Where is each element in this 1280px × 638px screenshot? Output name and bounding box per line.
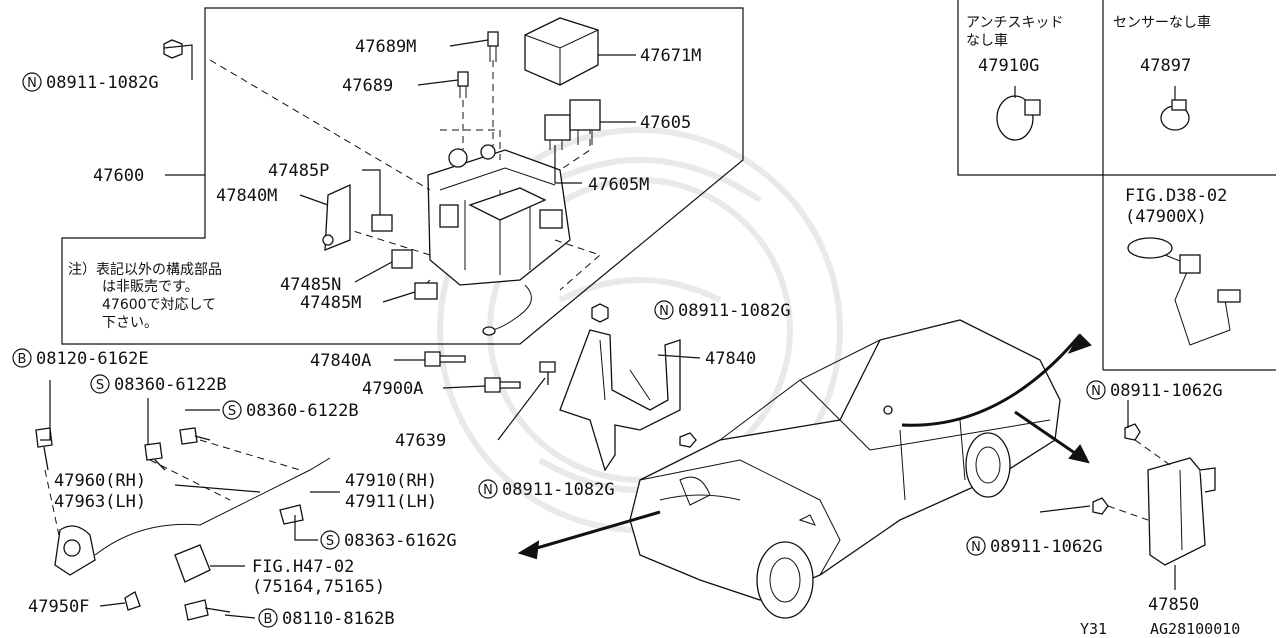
label-47840a: 47840A <box>310 351 371 371</box>
svg-text:08911-1062G: 08911-1062G <box>990 537 1103 557</box>
fastener-label-c8: B 08110-8162B <box>258 608 395 629</box>
fastener-label-c2: N 08911-1082G <box>654 300 791 321</box>
svg-text:08360-6122B: 08360-6122B <box>246 401 359 421</box>
label-47671m: 47671M <box>640 46 701 66</box>
label-fig-d38-02: FIG.D38-02 <box>1125 186 1227 206</box>
label-47897: 47897 <box>1140 56 1191 76</box>
fastener-label-c10: N 08911-1062G <box>966 536 1103 557</box>
label-fig-h47-02-sub: (75164,75165) <box>252 577 385 597</box>
inset-right-title: センサーなし車 <box>1113 14 1211 31</box>
fastener-label-c5: S 08360-6122B <box>222 400 359 421</box>
main-assembly-frame <box>61 7 744 345</box>
label-47689: 47689 <box>342 76 393 96</box>
note-line-4: 下さい。 <box>102 315 158 331</box>
fastener-label-c1: N 08911-1082G <box>22 72 159 93</box>
label-47689m: 47689M <box>355 37 416 57</box>
svg-text:08911-1082G: 08911-1082G <box>502 480 615 500</box>
label-47900a: 47900A <box>362 379 423 399</box>
note-line-2: は非販売です。 <box>102 279 199 295</box>
bolt-47840a-drawing <box>424 351 466 367</box>
svg-text:08110-8162B: 08110-8162B <box>282 609 395 629</box>
label-47639: 47639 <box>395 431 446 451</box>
fastener-label-c4: S 08360-6122B <box>90 374 227 395</box>
bolt-47689m-drawing <box>487 31 499 62</box>
label-47910g: 47910G <box>978 56 1039 76</box>
label-fig-d38-02-sub: (47900X) <box>1125 207 1207 227</box>
footer-model: Y31 <box>1080 620 1107 638</box>
nut-mid-drawing <box>591 303 609 323</box>
svg-text:08360-6122B: 08360-6122B <box>114 375 227 395</box>
bolt-47639-drawing <box>539 361 556 385</box>
svg-text:08911-1082G: 08911-1082G <box>678 301 791 321</box>
relay-47605-drawing <box>544 99 601 150</box>
inset-left-title-2: なし車 <box>966 32 1008 49</box>
svg-text:N: N <box>659 304 669 319</box>
svg-text:S: S <box>326 534 334 549</box>
inset-left-title-1: アンチスキッド <box>966 15 1063 31</box>
connectors-drawing <box>371 214 438 300</box>
note-block: 注）表記以外の構成部品 は非販売です。 47600で対応して 下さい。 <box>68 261 222 331</box>
svg-text:N: N <box>971 540 981 555</box>
svg-text:B: B <box>18 352 27 367</box>
label-47485m: 47485M <box>300 293 361 313</box>
svg-text:08363-6162G: 08363-6162G <box>344 531 457 551</box>
label-47963-lh: 47963(LH) <box>54 492 146 512</box>
bracket-47840-drawing <box>559 329 681 472</box>
svg-text:08911-1062G: 08911-1062G <box>1110 381 1223 401</box>
fastener-labels: N 08911-1082G N 08911-1082G B 08120-6162… <box>12 72 1223 629</box>
svg-text:B: B <box>264 612 273 627</box>
label-47485n: 47485N <box>280 275 341 295</box>
svg-text:S: S <box>228 404 236 419</box>
label-47605m: 47605M <box>588 175 649 195</box>
label-47910-rh: 47910(RH) <box>345 471 437 491</box>
bolt-47900a-drawing <box>484 377 521 393</box>
nut-lower-drawing <box>679 432 697 448</box>
leader-lines <box>40 39 1176 619</box>
label-47950f: 47950F <box>28 597 89 617</box>
svg-text:S: S <box>96 378 104 393</box>
fastener-label-c6: N 08911-1082G <box>478 479 615 500</box>
label-47840: 47840 <box>705 349 756 369</box>
label-47485p: 47485P <box>268 161 329 181</box>
svg-text:N: N <box>27 76 37 91</box>
fastener-label-c7: S 08363-6162G <box>320 530 457 551</box>
label-47911-lh: 47911(LH) <box>345 492 437 512</box>
inset-frame-top <box>957 0 1276 176</box>
label-47850: 47850 <box>1148 595 1199 615</box>
nut-top-left-drawing <box>163 39 183 59</box>
bolt-47689-drawing <box>457 71 469 98</box>
car-sedan-drawing <box>629 319 1061 619</box>
inset-titles: アンチスキッド なし車 センサーなし車 <box>966 14 1211 49</box>
inset-sensor-plug-drawing <box>996 95 1041 141</box>
fastener-label-c3: B 08120-6162E <box>12 348 149 369</box>
ecu-47850-drawing <box>1092 423 1216 566</box>
location-arrows <box>517 333 1092 560</box>
fastener-label-c9: N 08911-1062G <box>1086 380 1223 401</box>
svg-text:N: N <box>1091 384 1101 399</box>
part-labels: 47689M 47671M 47689 47605 47600 47485P 4… <box>28 37 1240 638</box>
svg-text:N: N <box>483 483 493 498</box>
label-47600: 47600 <box>93 166 144 186</box>
bracket-47840m-drawing <box>322 183 351 251</box>
abs-actuator-drawing <box>209 59 601 336</box>
inset-grommet-drawing <box>1160 99 1190 131</box>
note-line-3: 47600で対応して <box>102 297 216 313</box>
label-47840m: 47840M <box>216 186 277 206</box>
label-47605: 47605 <box>640 113 691 133</box>
wheel-sensor-drawing <box>35 427 331 621</box>
label-fig-h47-02: FIG.H47-02 <box>252 557 354 577</box>
cover-47671m-drawing <box>524 17 599 86</box>
note-line-1: 注）表記以外の構成部品 <box>68 261 222 278</box>
svg-text:08120-6162E: 08120-6162E <box>36 349 149 369</box>
inset-harness-drawing <box>1127 237 1241 346</box>
footer-code: AG28100010 <box>1150 620 1240 638</box>
svg-text:08911-1082G: 08911-1082G <box>46 73 159 93</box>
label-47960-rh: 47960(RH) <box>54 471 146 491</box>
